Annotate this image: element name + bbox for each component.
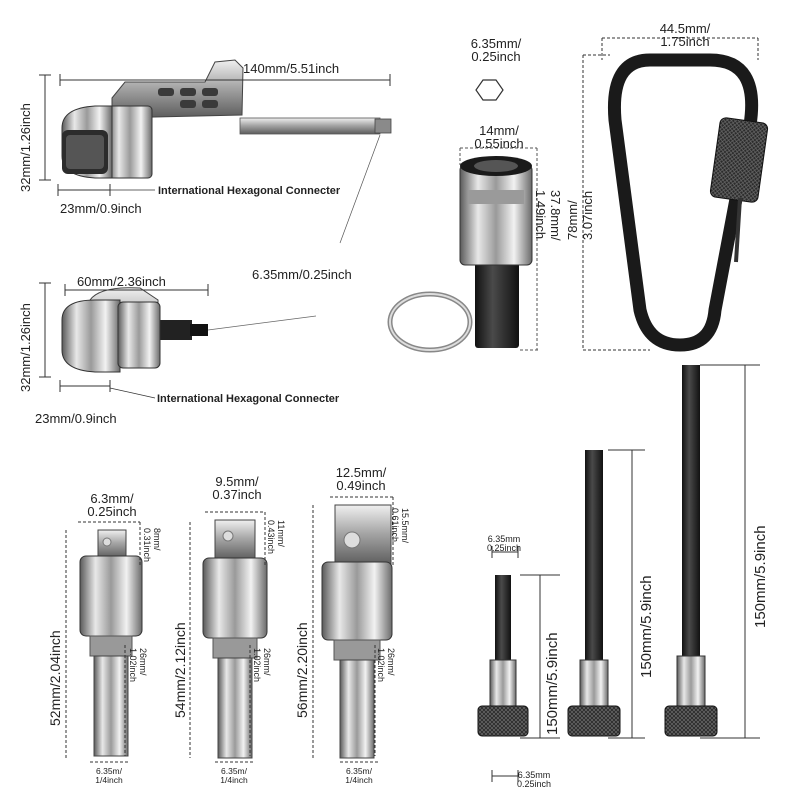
socket-3-tip-label: 15.5mm/0.61inch [390, 508, 410, 544]
keyring-holder-image [387, 156, 533, 353]
socket-1-tip-label: 8mm/0.31inch [142, 528, 162, 563]
long-adapter-length-label: 140mm/5.51inch [243, 61, 340, 76]
socket-adapter-2-image [202, 519, 268, 759]
extension-short-length-label: 150mm/5.9inch [544, 632, 561, 735]
angle-adapter-long-image [61, 59, 392, 179]
extension-bit-medium-image [567, 450, 621, 737]
socket-2-top-label: 9.5mm/0.37inch [212, 474, 262, 502]
socket-2-bottom-label: 6.35m/1/4inch [220, 766, 248, 785]
short-adapter-length-label: 60mm/2.36inch [77, 274, 166, 289]
socket-1-bottom-label: 6.35m/1/4inch [95, 766, 123, 785]
extension-bit-short-image [477, 575, 529, 737]
socket-adapter-3-image [321, 504, 393, 759]
angle-adapter-short-image [61, 287, 208, 373]
hex-size-label: 6.35mm/0.25inch [470, 36, 522, 64]
socket-1-length-label: 52mm/2.04inch [47, 630, 63, 726]
socket-1-hex-label: 26mm/1.02inch [128, 648, 148, 683]
extension-medium-length-label: 150mm/5.9inch [638, 575, 655, 678]
keyring-height-label: 37.8mm/1.49inch [533, 190, 563, 241]
short-adapter-height-label: 32mm/1.26inch [18, 303, 33, 392]
carabiner-height-label: 78mm/3.07inch [565, 190, 595, 240]
keyring-width-label: 14mm/0.55inch [474, 123, 524, 151]
hex-shape-icon [475, 79, 504, 101]
socket-3-hex-label: 26mm/1.02inch [376, 648, 396, 683]
extension-bit-long-image [664, 365, 718, 737]
socket-adapter-1-image [79, 529, 143, 757]
carabiner-width-label: 44.5mm/1.75inch [659, 21, 711, 49]
shaft-size-label: 6.35mm/0.25inch [252, 267, 352, 282]
socket-3-bottom-label: 6.35m/1/4inch [345, 766, 373, 785]
short-adapter-connector-label: International Hexagonal Connecter [157, 393, 340, 405]
extension-long-length-label: 150mm/5.9inch [752, 525, 769, 628]
socket-1-top-label: 6.3mm/0.25inch [87, 491, 137, 519]
long-adapter-width-label: 23mm/0.9inch [60, 201, 142, 216]
carabiner-image [607, 53, 769, 352]
long-adapter-height-label: 32mm/1.26inch [18, 103, 33, 192]
socket-3-top-label: 12.5mm/0.49inch [335, 465, 387, 493]
short-adapter-width-label: 23mm/0.9inch [35, 411, 117, 426]
socket-2-length-label: 54mm/2.12inch [172, 622, 188, 718]
socket-3-length-label: 56mm/2.20inch [294, 622, 310, 718]
long-adapter-connector-label: International Hexagonal Connecter [158, 185, 341, 197]
socket-2-tip-label: 11mm/0.43inch [266, 520, 286, 555]
socket-2-hex-label: 26mm/1.02inch [252, 648, 272, 683]
